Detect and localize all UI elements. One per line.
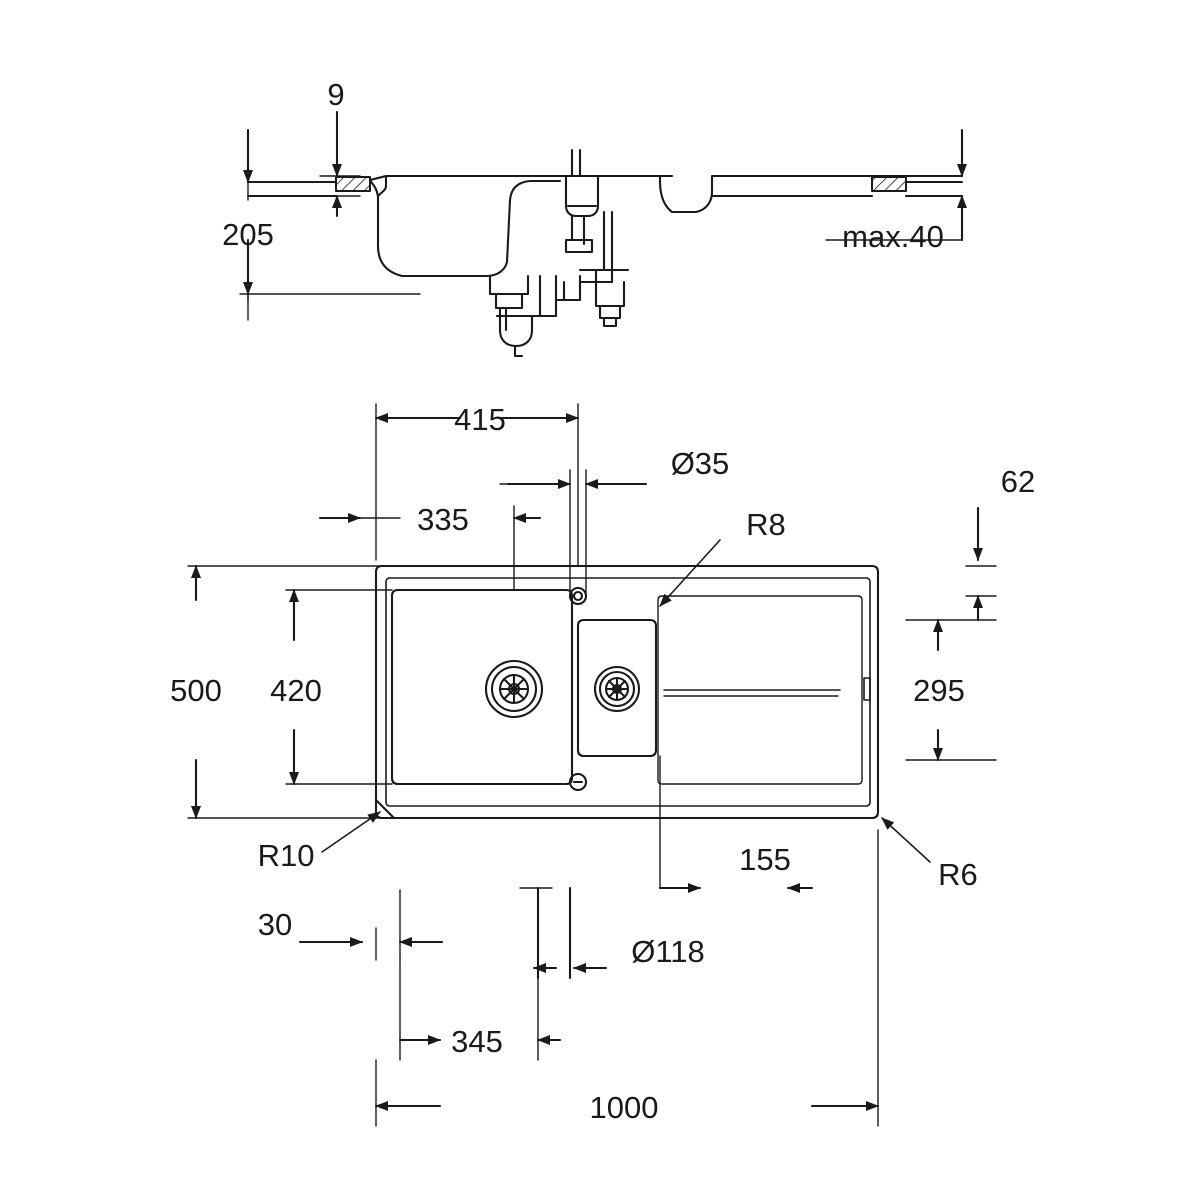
label-30: 30 xyxy=(258,907,292,942)
label-9: 9 xyxy=(327,77,344,112)
label-max40: max.40 xyxy=(842,219,944,254)
plan-view xyxy=(374,564,880,820)
label-62: 62 xyxy=(1001,464,1035,499)
label-dia118: Ø118 xyxy=(631,934,705,969)
label-r6: R6 xyxy=(938,857,978,892)
label-335: 335 xyxy=(417,502,469,537)
label-295: 295 xyxy=(913,673,965,708)
label-420: 420 xyxy=(270,673,322,708)
section-view xyxy=(246,148,964,358)
label-205: 205 xyxy=(222,217,274,252)
label-1000: 1000 xyxy=(590,1090,659,1125)
label-r10: R10 xyxy=(258,838,315,873)
label-155: 155 xyxy=(739,842,791,877)
section-dimensions xyxy=(239,110,967,321)
label-500: 500 xyxy=(170,673,222,708)
plan-dimensions xyxy=(187,403,997,1127)
label-dia35: Ø35 xyxy=(671,446,730,481)
label-r8: R8 xyxy=(746,507,786,542)
label-345: 345 xyxy=(451,1024,503,1059)
label-415: 415 xyxy=(454,402,506,437)
